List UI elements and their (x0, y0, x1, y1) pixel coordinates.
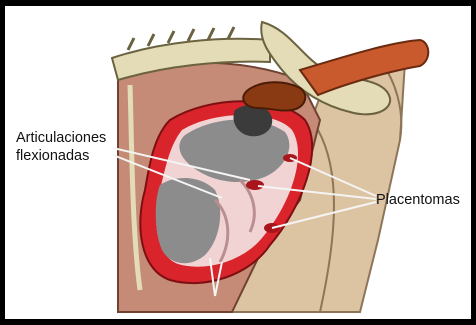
veterinarian-hand (243, 82, 305, 110)
label-flexed-joints-line2: flexionadas (16, 148, 89, 164)
label-placentomes: Placentomas (376, 192, 460, 208)
label-flexed-joints-line1: Articulaciones (16, 130, 106, 146)
placentome (246, 180, 264, 190)
